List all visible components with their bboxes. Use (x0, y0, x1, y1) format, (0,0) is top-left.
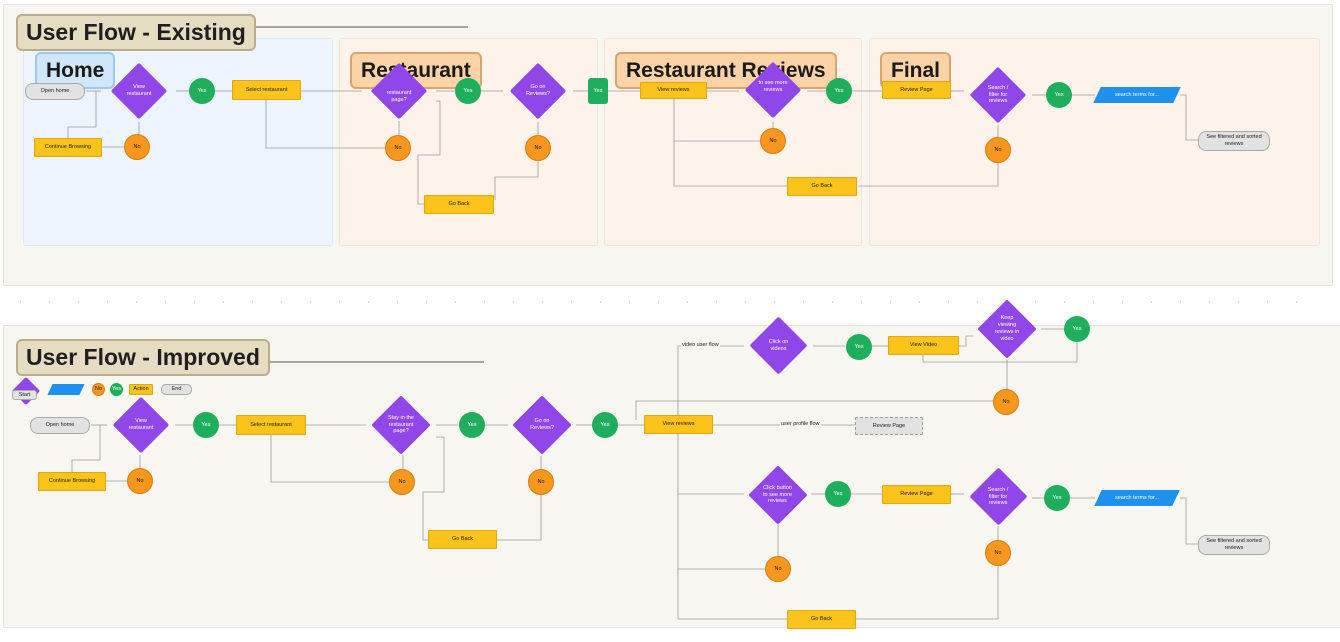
no-node: No (525, 135, 551, 161)
legend-no: No (92, 383, 105, 396)
open-home-terminal[interactable]: Open home (30, 417, 90, 434)
view-restaurant-decision[interactable]: View restaurant (104, 62, 174, 120)
yes-node: Yes (1046, 82, 1072, 108)
continue-browsing-action[interactable]: Continue Browsing (34, 138, 102, 157)
yes-node: Yes (592, 412, 618, 438)
yes-node: Yes (825, 481, 851, 507)
no-node: No (385, 135, 411, 161)
no-node: No (765, 556, 791, 582)
yes-node: Yes (193, 412, 219, 438)
select-restaurant-action[interactable]: Select restaurant (236, 415, 306, 435)
yes-node: Yes (1044, 485, 1070, 511)
no-node: No (985, 540, 1011, 566)
click-on-videos-decision[interactable]: Click on videos (744, 315, 813, 376)
yes-node: Yes (189, 78, 215, 104)
stay-restaurant-decision[interactable]: Stay in the restaurant page? (366, 394, 436, 456)
no-node: No (124, 134, 150, 160)
no-node: No (993, 389, 1019, 415)
go-back-action[interactable]: Go Back (428, 530, 497, 549)
search-terms-data[interactable]: search terms for... (1093, 87, 1181, 103)
go-on-reviews-decision[interactable]: Go on Reviews? (508, 395, 576, 455)
keep-viewing-decision[interactable]: Keep viewing reviews in video (973, 298, 1041, 360)
go-back-action[interactable]: Go Back (787, 610, 856, 629)
open-home-terminal[interactable]: Open home (25, 83, 85, 100)
yes-node: Yes (1064, 316, 1090, 342)
improved-title: User Flow - Improved (16, 339, 270, 376)
user-profile-flow-label: user profile flow (780, 421, 821, 427)
yes-node: Yes (455, 78, 481, 104)
legend-start: Start (12, 390, 37, 400)
yes-node: Yes (846, 334, 872, 360)
go-on-reviews-decision[interactable]: Go on Reviews? (503, 62, 573, 120)
search-terms-data[interactable]: search terms for... (1094, 490, 1180, 506)
review-page-action[interactable]: Review Page (882, 81, 951, 99)
go-back-action[interactable]: Go Back (424, 195, 494, 214)
view-reviews-action[interactable]: View reviews (644, 415, 713, 434)
existing-title: User Flow - Existing (16, 14, 256, 51)
legend-action: Action (129, 384, 153, 395)
search-filter-decision[interactable]: Search / filter for reviews (964, 467, 1032, 526)
no-node: No (127, 468, 153, 494)
click-button-decision[interactable]: Click button to see more reviews (744, 465, 811, 525)
legend-yes: Yes (110, 383, 123, 396)
view-video-action[interactable]: View Video (888, 336, 959, 355)
yes-node: Yes (588, 78, 608, 104)
go-back-action[interactable]: Go Back (787, 177, 857, 196)
yes-node: Yes (826, 78, 852, 104)
view-restaurant-decision[interactable]: View restaurant (107, 396, 175, 454)
search-filter-decision[interactable]: Search / filter for reviews (964, 66, 1032, 124)
select-restaurant-action[interactable]: Select restaurant (232, 80, 301, 100)
continue-browsing-action[interactable]: Continue Browsing (38, 472, 106, 491)
yes-node: Yes (459, 412, 485, 438)
review-page-placeholder[interactable]: Review Page (855, 417, 923, 435)
no-node: No (528, 469, 554, 495)
legend-data (47, 384, 85, 395)
view-reviews-action[interactable]: View reviews (640, 82, 707, 99)
restaurant-page-decision[interactable]: restaurant page? (362, 62, 436, 120)
tag-home: Home (35, 52, 116, 89)
see-filtered-terminal[interactable]: See filtered and sorted reviews (1198, 535, 1270, 555)
video-user-flow-label: video user flow (681, 342, 720, 348)
tag-restaurant-reviews: Restaurant Reviews (615, 52, 837, 89)
no-node: No (760, 128, 786, 154)
review-page-action[interactable]: Review Page (882, 485, 951, 504)
see-more-decision[interactable]: to see more reviews (739, 61, 807, 122)
no-node: No (389, 469, 415, 495)
no-node: No (985, 137, 1011, 163)
legend-end: End (161, 384, 192, 395)
see-filtered-terminal[interactable]: See filtered and sorted reviews (1198, 131, 1270, 151)
